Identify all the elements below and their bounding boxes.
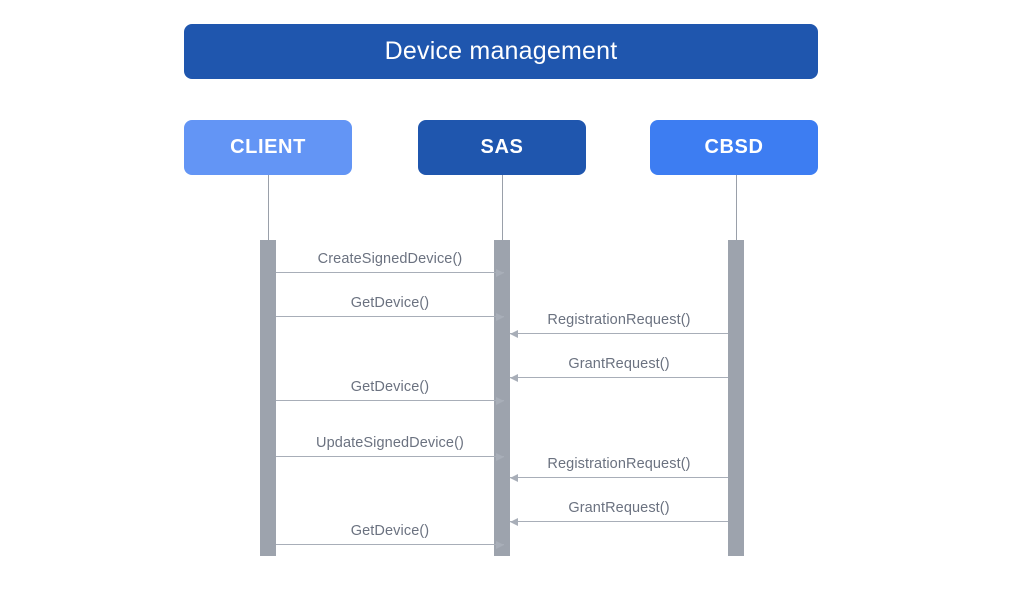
message-line (510, 521, 728, 522)
message-label: CreateSignedDevice() (317, 251, 463, 267)
message-arrow: UpdateSignedDevice() (276, 435, 504, 461)
arrowhead-right-icon (496, 312, 504, 321)
message-arrow: GetDevice() (276, 523, 504, 549)
message-line (276, 400, 504, 401)
message-arrow: RegistrationRequest() (510, 312, 728, 338)
lifeline-client (268, 175, 269, 240)
participant-cbsd[interactable]: CBSD (650, 120, 818, 175)
participant-client[interactable]: CLIENT (184, 120, 352, 175)
arrowhead-right-icon (496, 540, 504, 549)
participant-label: CLIENT (230, 136, 306, 158)
message-arrow: GrantRequest() (510, 500, 728, 526)
message-line (276, 544, 504, 545)
message-label: GrantRequest() (568, 500, 670, 516)
message-label: GetDevice() (350, 379, 430, 395)
arrowhead-right-icon (496, 268, 504, 277)
diagram-title-bar: Device management (184, 24, 818, 79)
message-label: RegistrationRequest() (547, 312, 691, 328)
page-title: Device management (384, 37, 618, 65)
message-line (510, 477, 728, 478)
message-label: GetDevice() (350, 295, 430, 311)
message-line (276, 272, 504, 273)
message-arrow: RegistrationRequest() (510, 456, 728, 482)
message-arrow: GetDevice() (276, 295, 504, 321)
message-line (276, 316, 504, 317)
arrowhead-left-icon (510, 473, 518, 482)
arrowhead-left-icon (510, 373, 518, 382)
arrowhead-right-icon (496, 452, 504, 461)
message-arrow: CreateSignedDevice() (276, 251, 504, 277)
arrowhead-left-icon (510, 329, 518, 338)
participant-label: SAS (480, 136, 524, 158)
message-line (510, 377, 728, 378)
message-label: UpdateSignedDevice() (316, 435, 464, 451)
message-label: RegistrationRequest() (547, 456, 691, 472)
activation-bar-cbsd (728, 240, 744, 556)
participant-sas[interactable]: SAS (418, 120, 586, 175)
arrowhead-right-icon (496, 396, 504, 405)
lifeline-cbsd (736, 175, 737, 240)
activation-bar-client (260, 240, 276, 556)
arrowhead-left-icon (510, 517, 518, 526)
message-label: GrantRequest() (568, 356, 670, 372)
participant-label: CBSD (704, 136, 764, 158)
message-line (510, 333, 728, 334)
message-label: GetDevice() (350, 523, 430, 539)
message-arrow: GetDevice() (276, 379, 504, 405)
message-arrow: GrantRequest() (510, 356, 728, 382)
message-line (276, 456, 504, 457)
lifeline-sas (502, 175, 503, 240)
